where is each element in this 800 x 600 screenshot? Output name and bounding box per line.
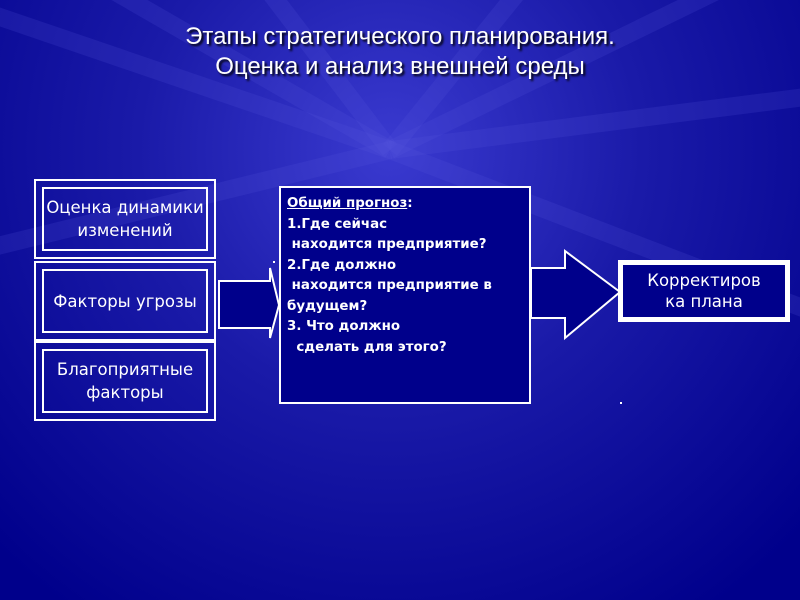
forecast-box: Общий прогноз: 1.Где сейчас находится пр… [279,186,531,404]
factor-dynamics-box: Оценка динамики изменений [34,179,216,259]
slide-title: Этапы стратегического планирования. Оцен… [0,22,800,82]
forecast-line: 2.Где должно [287,257,397,273]
box-inner-frame [42,349,208,413]
title-line-1: Этапы стратегического планирования. [185,23,615,50]
forecast-line: находится предприятие в [287,278,492,293]
forecast-line: 3. Что должно [287,319,401,334]
forecast-heading-colon: : [407,196,413,211]
plan-adjustment-box: Корректиров ка плана [618,260,790,322]
factor-opportunities-box: Благоприятные факторы [34,341,216,421]
decor-dot [620,402,622,404]
box-inner-frame [42,187,208,251]
decor-dot [218,325,220,327]
title-line-2: Оценка и анализ внешней среды [215,53,585,80]
forecast-line: будущем? [287,298,368,314]
forecast-line: сделать для этого? [287,339,447,355]
factor-threats-label: Факторы угрозы [53,291,197,311]
arrow-forecast-to-result [530,249,622,341]
forecast-heading: Общий прогноз: [287,194,529,215]
arrow-factors-to-forecast [218,267,281,339]
forecast-line: 1.Где сейчас [287,216,388,232]
box-inner-frame [42,269,208,333]
arrow-shape [218,267,281,339]
plan-adjustment-label: Корректиров ка плана [623,265,785,317]
forecast-heading-text: Общий прогноз [287,196,408,211]
factor-opportunities-label: Благоприятные факторы [56,360,194,402]
factor-threats-box: Факторы угрозы [34,261,216,341]
decor-dot [273,261,275,263]
arrow-shape [530,249,622,341]
factor-dynamics-label: Оценка динамики изменений [46,198,204,240]
forecast-line: находится предприятие? [287,237,487,252]
